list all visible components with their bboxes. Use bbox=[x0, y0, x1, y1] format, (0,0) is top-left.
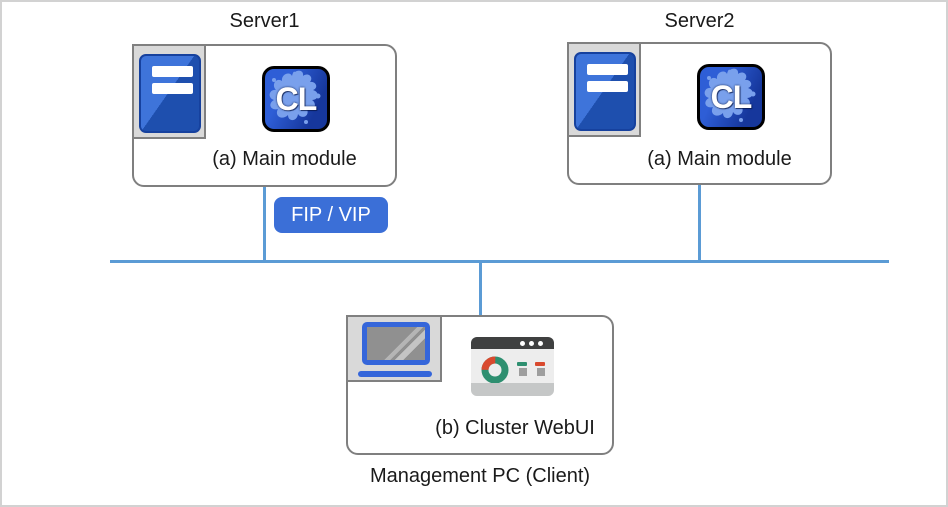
server-tower-glyph bbox=[139, 54, 201, 133]
network-drop-server2 bbox=[698, 184, 701, 261]
cl-badge-text: CL bbox=[710, 78, 753, 115]
server2-title: Server2 bbox=[664, 10, 735, 32]
management-box: (b) Cluster WebUI bbox=[346, 315, 614, 455]
cl-app-icon: CL bbox=[697, 64, 765, 130]
server-tower-icon bbox=[132, 44, 206, 139]
network-drop-management bbox=[479, 262, 482, 316]
cl-app-icon: CL bbox=[262, 66, 330, 132]
server1-label: (a) Main module bbox=[212, 148, 357, 170]
fip-vip-badge: FIP / VIP bbox=[274, 197, 388, 233]
management-caption: Management PC (Client) bbox=[369, 465, 591, 487]
management-label: (b) Cluster WebUI bbox=[435, 417, 595, 439]
laptop-screen-glyph bbox=[362, 322, 430, 365]
cl-splash-glyph bbox=[704, 68, 756, 122]
donut-chart-glyph bbox=[481, 356, 509, 384]
browser-titlebar bbox=[471, 337, 554, 349]
server2-label: (a) Main module bbox=[647, 148, 792, 170]
server1-title: Server1 bbox=[229, 10, 300, 32]
cl-splash-glyph bbox=[269, 70, 321, 124]
cl-badge-text: CL bbox=[275, 80, 318, 117]
network-line-horizontal bbox=[110, 260, 889, 263]
laptop-icon bbox=[346, 315, 442, 382]
server-tower-icon bbox=[567, 42, 641, 137]
server1-box: CL (a) Main module bbox=[132, 44, 397, 187]
network-drop-server1 bbox=[263, 186, 266, 261]
browser-footer bbox=[471, 383, 554, 396]
server-tower-glyph bbox=[574, 52, 636, 131]
laptop-base-glyph bbox=[358, 371, 432, 377]
server2-box: CL (a) Main module bbox=[567, 42, 832, 185]
webui-browser-icon bbox=[471, 337, 554, 396]
